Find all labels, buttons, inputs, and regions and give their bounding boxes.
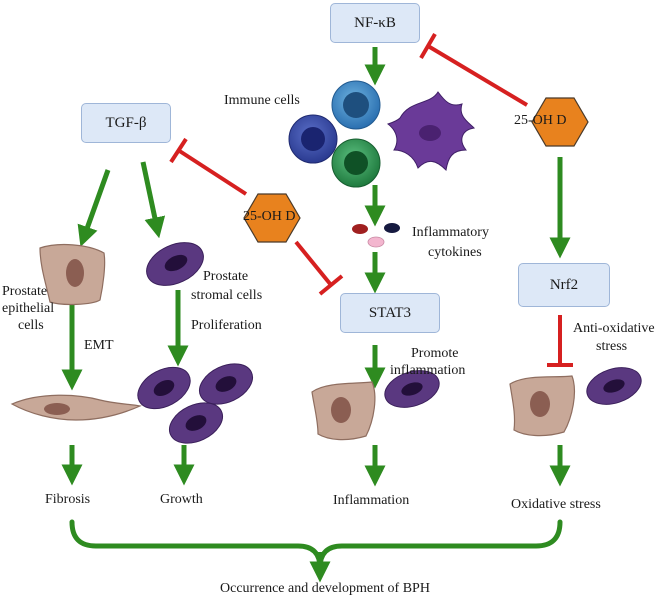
inflammation-cells [311, 370, 440, 441]
anti-oxidative-label-2: stress [596, 339, 628, 354]
epithelial-cell-icon [39, 244, 106, 306]
blue-immune-cell-icon [331, 80, 381, 130]
stat3-box: STAT3 [340, 293, 440, 333]
prostate-epithelial-label-2: epithelial [2, 301, 55, 316]
promote-inflammation-label-2: inflammation [390, 363, 466, 378]
nrf2-box: Nrf2 [518, 263, 610, 307]
prostate-stromal-label-1: Prostate [203, 269, 249, 284]
navy-immune-cell-icon [288, 114, 338, 164]
prostate-stromal-label-2: stromal cells [191, 288, 263, 303]
immune-cells-label: Immune cells [224, 93, 300, 108]
promote-inflammation-label-1: Promote [411, 346, 459, 361]
outcome-fibrosis: Fibrosis [45, 492, 91, 507]
outcome-inflammation: Inflammation [333, 493, 410, 508]
mesenchymal-cell-icon [10, 394, 142, 421]
prostate-epithelial-label-3: cells [18, 318, 44, 333]
outcome-oxidative-stress: Oxidative stress [511, 497, 601, 512]
nfkb-box: NF-κB [330, 3, 420, 43]
inhibit-vitd-nfkb [419, 32, 529, 107]
outcome-growth: Growth [160, 492, 203, 507]
inhibit-vitd-stat3 [294, 240, 344, 296]
vitd-hexagon-left [243, 193, 301, 243]
immune-cells-cluster [288, 80, 476, 188]
inflammatory-cytokines-label-1: Inflammatory [412, 225, 489, 240]
emt-label: EMT [84, 338, 114, 353]
vitd-label-right: 25-OH D [514, 113, 567, 128]
vitd-hexagon-right [531, 97, 589, 147]
inhibit-nrf2-oxidative [547, 315, 573, 367]
proliferation-label: Proliferation [191, 318, 262, 333]
convergence-bracket [69, 519, 563, 571]
dendritic-cell-icon [386, 91, 476, 172]
proliferating-stromal-cells [137, 363, 253, 444]
anti-oxidative-label-1: Anti-oxidative [573, 321, 655, 336]
vitd-label-left: 25-OH D [243, 209, 296, 224]
tgfb-box: TGF-β [81, 103, 171, 143]
inhibit-vitd-tgfb [169, 137, 248, 196]
footer-bph-label: Occurrence and development of BPH [220, 581, 430, 596]
green-immune-cell-icon [331, 138, 381, 188]
arrow-tgfb-to-epithelial [77, 169, 111, 247]
arrow-tgfb-to-stromal [140, 161, 166, 239]
cytokines-icon [352, 223, 400, 248]
inflammatory-cytokines-label-2: cytokines [428, 245, 482, 260]
prostate-epithelial-label-1: Prostate [2, 284, 48, 299]
stromal-cell-icon [146, 242, 204, 286]
oxidative-cells [509, 367, 642, 437]
